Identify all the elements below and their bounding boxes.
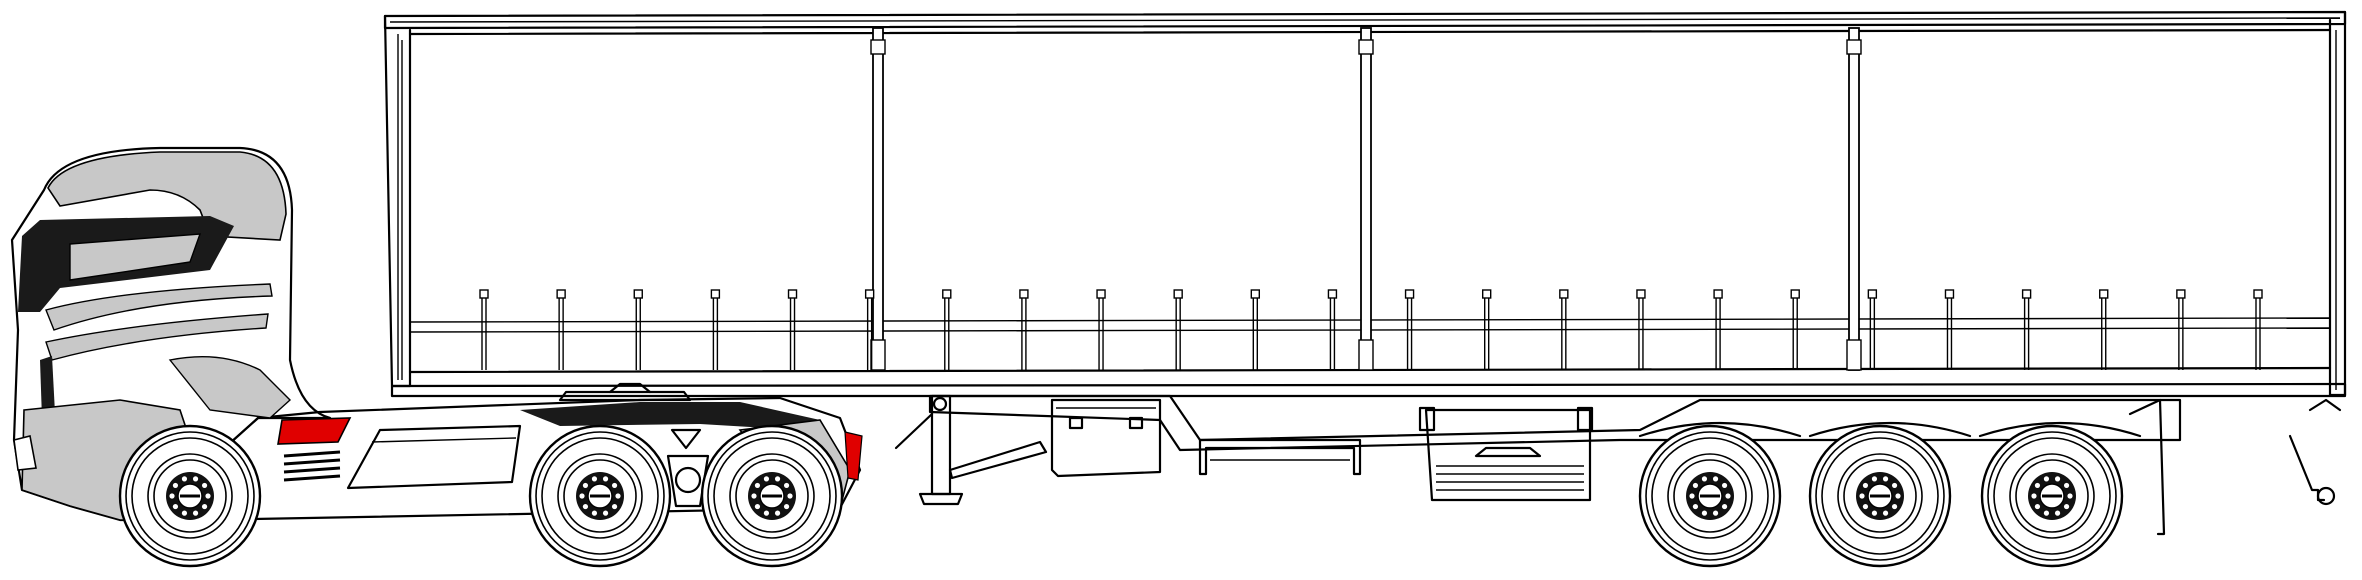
tractor-wheel-2	[528, 424, 672, 568]
curtain-strap	[556, 289, 566, 370]
curtain-strap	[1019, 289, 1029, 370]
curtain-poles	[870, 27, 1862, 371]
tractor-wheel-1	[118, 424, 262, 568]
headlight	[13, 435, 37, 471]
curtain-strap	[864, 289, 875, 370]
curtain-strap	[633, 289, 643, 370]
curtain-strap	[1867, 289, 1878, 370]
trailer-wheel-2	[1808, 424, 1952, 568]
accent-red-light	[844, 431, 863, 481]
curtain-strap	[2099, 289, 2109, 370]
rear-axle-suspension	[666, 428, 710, 508]
trailer-undergear	[894, 394, 2342, 536]
fuel-tank	[346, 424, 522, 490]
tractor-unit	[10, 146, 863, 522]
curtain-strap	[1404, 289, 1415, 370]
trailer-side-rail	[390, 382, 2347, 398]
curtain-strap	[479, 289, 489, 370]
curtain-strap	[1481, 289, 1492, 370]
curtain-strap	[1096, 289, 1106, 370]
curtain-strap	[1713, 289, 1723, 370]
trailer-rear-frame	[2328, 10, 2347, 397]
cab-roof-panel	[47, 151, 287, 241]
curtain-strap	[1636, 289, 1646, 370]
curtain-strap	[2253, 289, 2263, 370]
toolbox	[1050, 398, 1162, 478]
curtain-strap	[787, 289, 798, 370]
curtain-strap	[1559, 289, 1569, 370]
curtain-strap	[1173, 289, 1183, 370]
curtain-strap	[710, 289, 721, 370]
curtain-strap	[2021, 289, 2032, 370]
curtain-strap	[942, 289, 952, 370]
curtain-strap	[1790, 289, 1800, 370]
landing-legs	[894, 394, 1048, 506]
trailer-wheel-1	[1638, 424, 1782, 568]
accent-red-panel	[277, 417, 352, 445]
curtain-pole	[1358, 27, 1374, 371]
trailer-wheel-3	[1980, 424, 2124, 568]
curtain-pole	[870, 27, 886, 371]
side-vent	[283, 450, 341, 482]
curtain-strap	[1327, 289, 1338, 370]
underrun-guard	[1198, 438, 1362, 476]
curtain-strap	[1944, 289, 1955, 370]
tractor-wheel-3	[700, 424, 844, 568]
wheels	[118, 424, 2124, 568]
trailer-body	[383, 10, 2347, 398]
rear-underride-bar	[2128, 398, 2342, 536]
skirt-stripe-dark	[520, 402, 820, 430]
fifth-wheel	[558, 390, 692, 402]
curtain-pole	[1846, 27, 1862, 371]
curtain-strap	[1250, 289, 1261, 370]
curtain-strap	[2176, 289, 2186, 370]
windscreen	[69, 233, 202, 281]
spare-wheel-carrier	[1418, 406, 1594, 502]
curtain-straps	[479, 289, 2263, 370]
